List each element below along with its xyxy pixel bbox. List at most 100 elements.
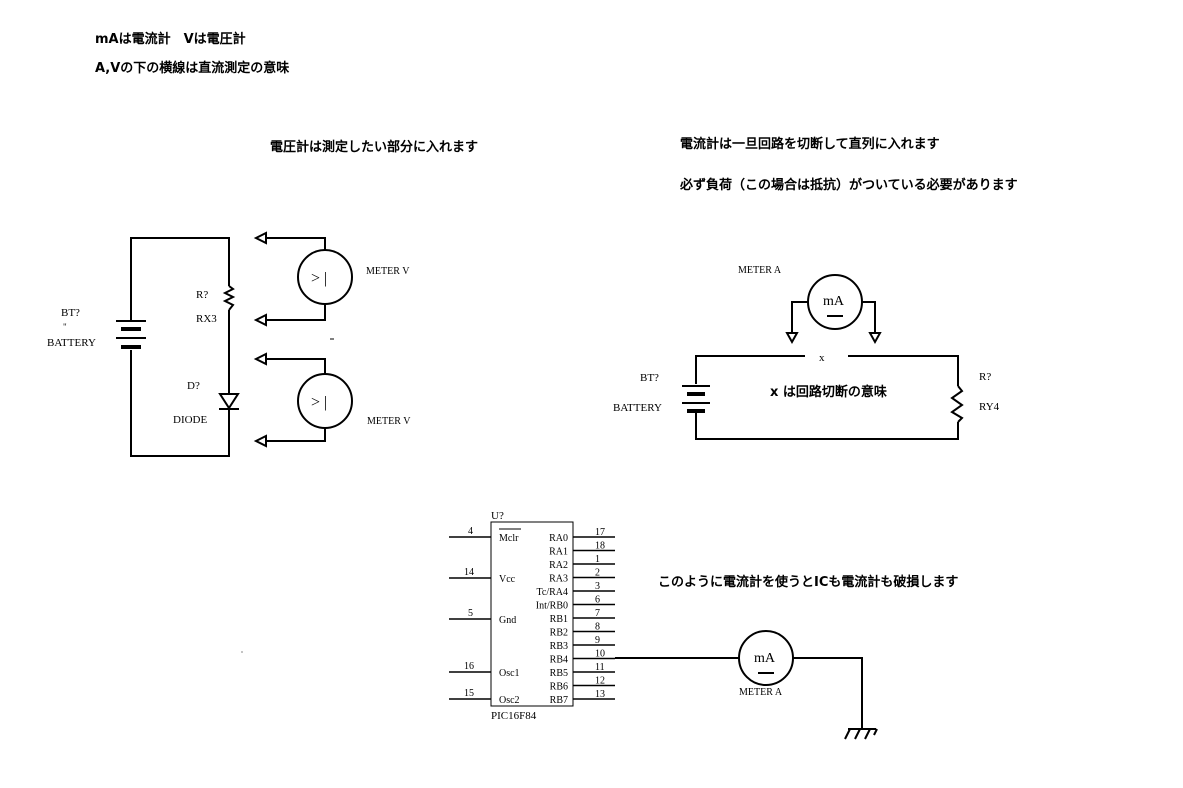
ground-icon [844,728,878,740]
pin-number: 4 [468,526,473,537]
battery-symbol [116,320,146,349]
diode-symbol [218,393,240,410]
ammeter-circuit: x BT? BATTERY R? RY4 x は回路切断の意味 [613,352,1000,440]
ammeter-1-symbol: mA [823,294,845,309]
voltmeter-2-symbol: > | [311,394,327,411]
voltmeter-1: > | METER V [253,231,410,327]
pin-name: RA1 [549,547,568,558]
pin-number: 9 [595,635,600,646]
pin-number: 6 [595,595,600,606]
pin-name: RB5 [550,668,568,679]
battery-ref: BT? [640,372,659,384]
resistor-name: RX3 [196,313,217,325]
probe-arrow-icon [253,434,267,448]
pin-number: 2 [595,568,600,579]
pin-name: Osc2 [499,695,520,706]
resistor-ref: R? [196,289,208,301]
voltmeter-1-symbol: > | [311,270,327,287]
pin-name: RB6 [550,682,568,693]
pin-number: 16 [464,661,474,672]
pin-name: RA0 [549,533,568,544]
pin-name: Vcc [499,574,516,585]
pin-name: RB7 [550,695,568,706]
pin-name: RA3 [549,574,568,585]
ic-right-pin: 3Tc/RA4 [536,581,615,598]
battery-symbol [682,385,710,413]
pin-name: RB4 [550,655,568,666]
wire-left [695,355,805,384]
ic-ref: U? [491,510,504,522]
pin-name: Osc1 [499,668,520,679]
break-note: x は回路切断の意味 [770,384,887,400]
wire-right [848,355,959,386]
diode-name: DIODE [173,414,207,426]
ammeter-1-label: METER A [738,265,782,276]
pin-number: 11 [595,662,605,673]
pin-name: Int/RB0 [536,601,568,612]
pin-name: Gnd [499,615,516,626]
ic-part: PIC16F84 [491,710,537,722]
pin-name: Mclr [499,533,519,544]
probe-arrow-icon [253,352,267,366]
ic-warning: このように電流計を使うとICも電流計も破損します [658,574,958,590]
probe-arrow-icon [868,332,882,345]
battery-mark: " [63,322,67,332]
pin-number: 3 [595,581,600,592]
resistor-symbol [222,285,236,311]
pin-name: Tc/RA4 [536,587,568,598]
ammeter-heading-2: 必ず負荷（この場合は抵抗）がついている必要があります [679,177,1018,193]
pin-name: RB3 [550,641,568,652]
voltmeter-2-label: METER V [367,416,411,427]
pin-number: 17 [595,527,605,538]
wire-bottom [130,350,230,457]
battery-ref: BT? [61,307,80,319]
pin-number: 10 [595,649,605,660]
pin-name: RB2 [550,628,568,639]
resistor-name: RY4 [979,401,1000,413]
ammeter-2-label: METER A [739,687,783,698]
voltmeter-2: > | METER V [253,352,411,448]
probe-arrow-icon [253,313,267,327]
pin-number: 12 [595,676,605,687]
pin-number: 8 [595,622,600,633]
ammeter-2-symbol: mA [754,651,776,666]
pin-number: 18 [595,541,605,552]
voltmeter-heading: 電圧計は測定したい部分に入れます [270,139,478,155]
note-line-1: mAは電流計 Vは電圧計 [95,31,246,47]
pin-number: 7 [595,608,600,619]
diode-ref: D? [187,380,200,392]
voltmeter-1-label: METER V [366,266,410,277]
note-line-2: A,Vの下の横線は直流測定の意味 [95,60,289,76]
pin-number: 15 [464,688,474,699]
ammeter-heading-1: 電流計は一旦回路を切断して直列に入れます [680,136,940,152]
pin-number: 1 [595,554,600,565]
resistor-ref: R? [979,371,991,383]
ammeter-2: mA METER A [615,630,878,740]
battery-name: BATTERY [47,337,96,349]
wire-ground [793,657,863,729]
pin-name: RA2 [549,560,568,571]
probe-arrow-icon [253,231,267,245]
ic-body [490,521,574,707]
ammeter-1: mA METER A [738,265,882,345]
pin-number: 5 [468,608,473,619]
probe-arrow-icon [785,332,799,345]
